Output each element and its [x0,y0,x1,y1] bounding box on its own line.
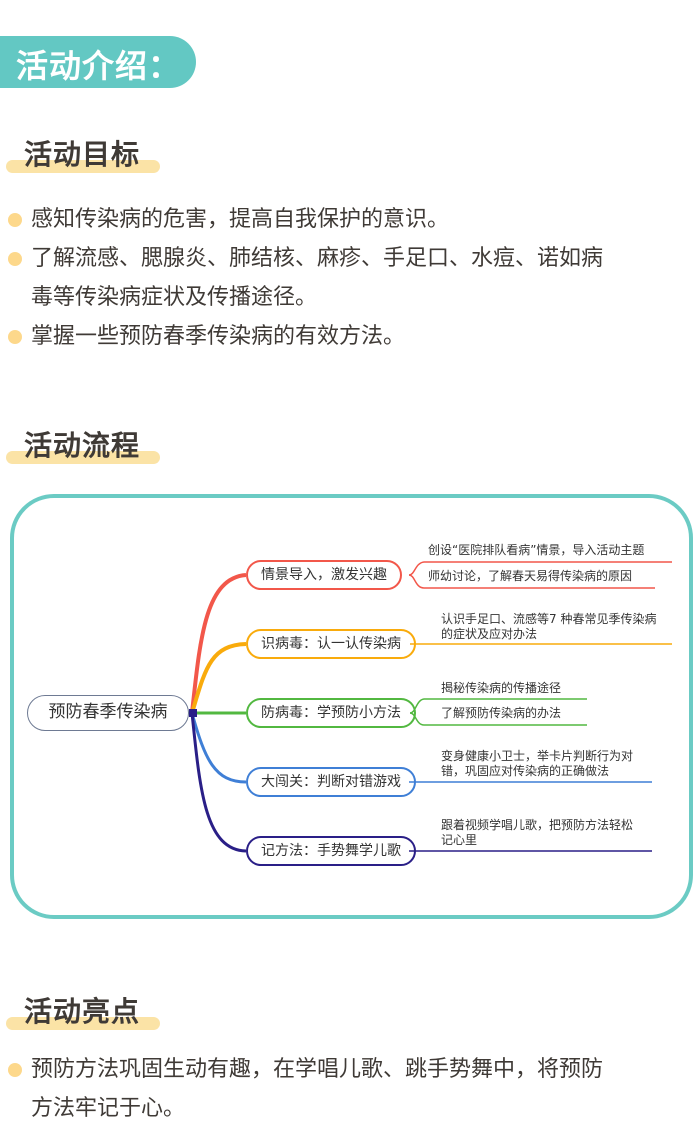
list-item-continuation: 毒等传染病症状及传播途径。 [0,278,700,317]
mindmap-leaf: 了解预防传染病的办法 [441,706,562,720]
mindmap-node-game: 大闯关：判断对错游戏 [246,767,416,797]
heading-highlight [6,1017,160,1030]
mindmap-leaf: 创设“医院排队看病”情景，导入活动主题 [428,543,645,557]
list-item-text: 预防方法巩固生动有趣，在学唱儿歌、跳手势舞中，将预防 [31,1057,604,1082]
mindmap-node-identify: 识病毒：认一认传染病 [246,629,416,659]
list-item: 感知传染病的危害，提高自我保护的意识。 [0,200,700,239]
mindmap-frame [10,494,693,919]
mindmap-leaf: 变身健康小卫士，举卡片判断行为对 [441,749,634,763]
goals-heading-text: 活动目标 [24,138,141,171]
list-item: 预防方法巩固生动有趣，在学唱儿歌、跳手势舞中，将预防 [0,1050,700,1089]
mindmap-leaf: 跟着视频学唱儿歌，把预防方法轻松 [441,818,634,832]
mindmap-leaf: 揭秘传染病的传播途径 [441,681,562,695]
intro-banner: 活动介绍： [0,36,196,88]
bullet-dot-icon [8,213,22,227]
heading-highlight [6,160,160,173]
list-item-text: 了解流感、腮腺炎、肺结核、麻疹、手足口、水痘、诺如病 [31,246,604,271]
mindmap-node-remember: 记方法：手势舞学儿歌 [246,836,416,866]
mindmap-root-node: 预防春季传染病 [27,695,189,731]
bullet-dot-icon [8,330,22,344]
heading-highlight [6,451,160,464]
highlights-heading-text: 活动亮点 [24,995,141,1028]
mindmap-leaf: 错，巩固应对传染病的正确做法 [441,764,610,778]
mindmap-node-prevent: 防病毒：学预防小方法 [246,698,416,728]
goals-list: 感知传染病的危害，提高自我保护的意识。 了解流感、腮腺炎、肺结核、麻疹、手足口、… [0,200,700,356]
list-item-text: 感知传染病的危害，提高自我保护的意识。 [31,207,450,232]
goals-heading: 活动目标 [6,133,160,173]
list-item-continuation: 方法牢记于心。 [0,1089,700,1128]
bullet-dot-icon [8,1063,22,1077]
mindmap-node-intro: 情景导入，激发兴趣 [246,560,402,590]
intro-banner-title: 活动介绍： [16,47,182,85]
bullet-dot-icon [8,252,22,266]
highlights-list: 预防方法巩固生动有趣，在学唱儿歌、跳手势舞中，将预防 方法牢记于心。 [0,1050,700,1128]
mindmap-leaf: 认识手足口、流感等7 种春常见季传染病 [441,612,657,626]
list-item-text: 掌握一些预防春季传染病的有效方法。 [31,324,406,349]
list-item-text: 毒等传染病症状及传播途径。 [31,285,318,310]
list-item: 了解流感、腮腺炎、肺结核、麻疹、手足口、水痘、诺如病 [0,239,700,278]
process-heading: 活动流程 [6,424,160,464]
highlights-heading: 活动亮点 [6,990,160,1030]
mindmap-leaf: 的症状及应对办法 [441,627,538,641]
list-item: 掌握一些预防春季传染病的有效方法。 [0,317,700,356]
mindmap-leaf: 师幼讨论，了解春天易得传染病的原因 [428,569,633,583]
mindmap-leaf: 记心里 [441,833,478,847]
process-heading-text: 活动流程 [24,429,141,462]
list-item-text: 方法牢记于心。 [31,1096,186,1121]
